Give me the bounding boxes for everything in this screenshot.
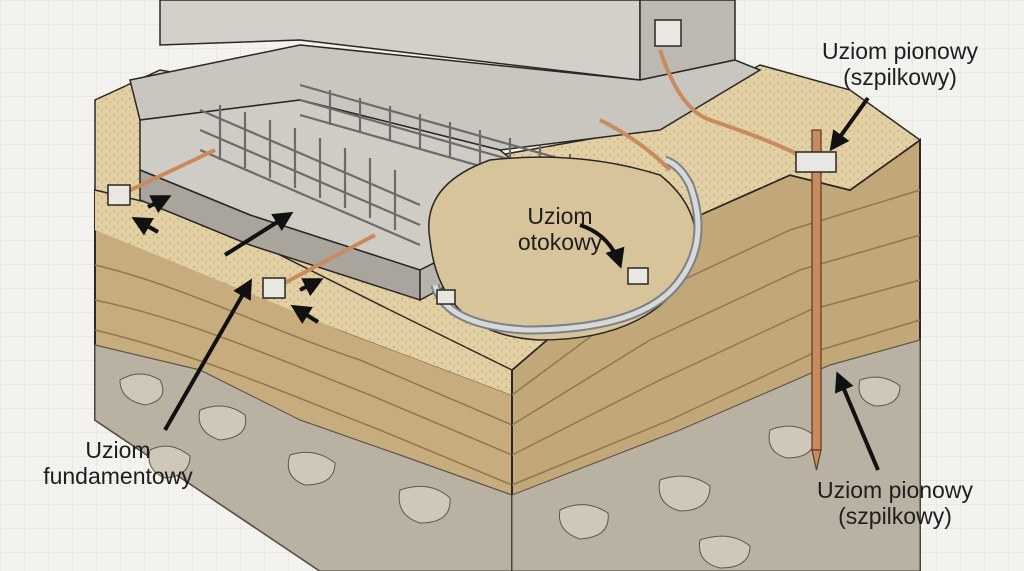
arrow-icon <box>829 96 870 152</box>
arrow-icon <box>163 278 252 431</box>
arrow-icon <box>131 217 159 236</box>
label-ring-line1: Uziom <box>527 203 593 229</box>
clamp-icon <box>627 267 649 285</box>
junction-box-icon <box>262 277 286 299</box>
callout-arrows <box>131 96 880 471</box>
junction-box-icon <box>107 184 131 206</box>
label-foundation-electrode: Uziom fundamentowy <box>28 437 208 489</box>
arrow-icon <box>147 195 172 214</box>
label-rod-top-line1: Uziom pionowy <box>822 38 978 64</box>
rebar-cage <box>199 83 601 247</box>
arrow-icon <box>223 211 294 257</box>
label-rod-top-line2: (szpilkowy) <box>843 64 957 90</box>
label-foundation-line2: fundamentowy <box>43 463 193 489</box>
arrow-icon <box>834 371 880 471</box>
foundation-electrode <box>107 148 376 299</box>
junction-box-icon <box>654 19 682 47</box>
arrow-icon <box>299 278 324 297</box>
label-ring-electrode: Uziom otokowy <box>505 203 615 255</box>
vertical-rod-electrode <box>654 19 837 471</box>
clamp-icon <box>436 289 456 305</box>
clamp-icon <box>795 151 837 173</box>
arrow-icon <box>290 304 320 324</box>
arrow-icon <box>579 223 625 269</box>
label-ring-line2: otokowy <box>517 229 603 255</box>
label-rod-bottom-line2: (szpilkowy) <box>838 503 952 529</box>
ring-electrode <box>428 118 703 341</box>
label-vertical-rod-bottom: Uziom pionowy (szpilkowy) <box>795 477 995 529</box>
label-vertical-rod-top: Uziom pionowy (szpilkowy) <box>805 38 995 90</box>
label-rod-bottom-line1: Uziom pionowy <box>817 477 973 503</box>
label-foundation-line1: Uziom <box>85 437 151 463</box>
soil-front-face <box>94 188 513 571</box>
